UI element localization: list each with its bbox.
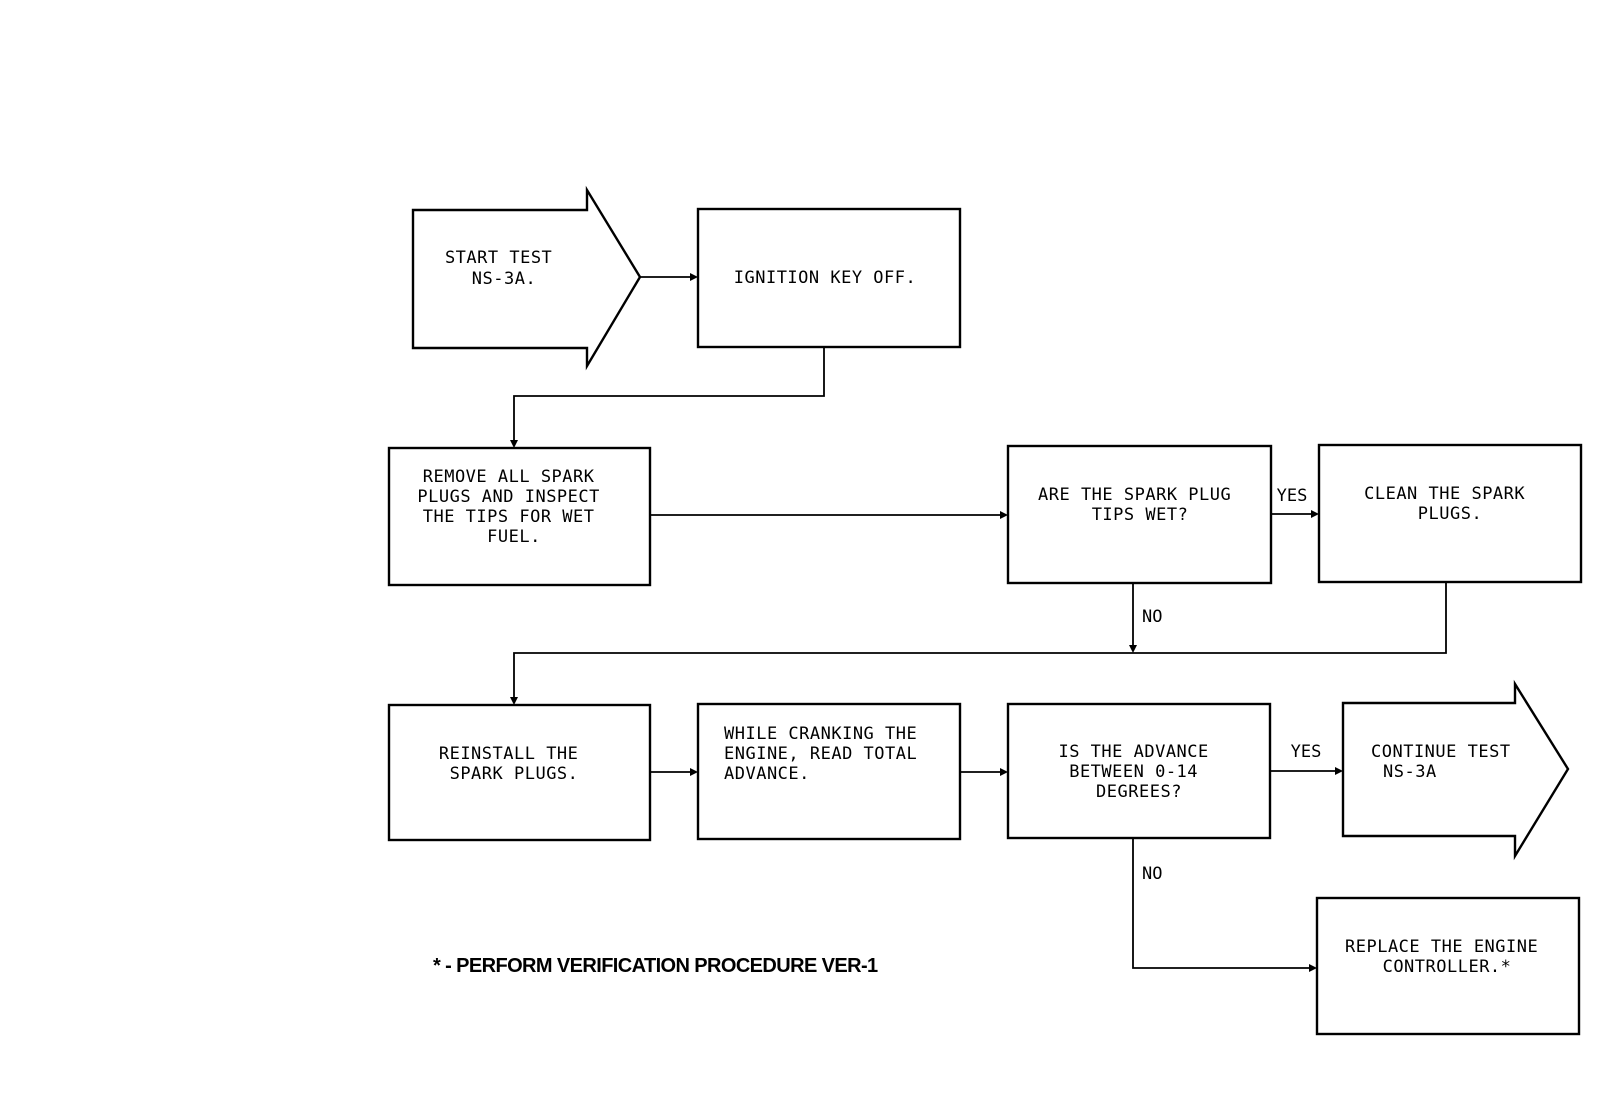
reinstall-line-1: REINSTALL THE [439,744,579,764]
remove-line-2: PLUGS AND INSPECT [417,487,600,507]
advance-line-3: DEGREES? [1096,782,1182,802]
wet-line-2: TIPS WET? [1092,505,1189,525]
reinstall-spark-plugs-node [387,703,652,842]
advance-line-1: IS THE ADVANCE [1058,742,1208,762]
wet-no-label: NO [1142,607,1162,627]
remove-spark-plugs-node [387,446,652,587]
advance-no-label: NO [1142,864,1162,884]
continue-test-node [1341,679,1570,861]
crank-line-2: ENGINE, READ TOTAL [724,744,917,764]
wet-yes-label: YES [1277,486,1308,506]
clean-line-2: PLUGS. [1418,504,1482,524]
connectors [510,273,1447,972]
start-test-line-2: NS-3A. [472,269,536,289]
continue-line-1: CONTINUE TEST [1371,742,1511,762]
spark-plug-tips-wet-text: ARE THE SPARK PLUG TIPS WET? [1038,485,1242,525]
read-total-advance-text: WHILE CRANKING THE ENGINE, READ TOTAL AD… [724,724,928,784]
continue-line-2: NS-3A [1383,762,1437,782]
remove-spark-plugs-text: REMOVE ALL SPARK PLUGS AND INSPECT THE T… [417,467,610,547]
read-total-advance-node [696,702,962,841]
advance-range-decision [1006,702,1272,840]
remove-line-1: REMOVE ALL SPARK [423,467,595,487]
replace-line-1: REPLACE THE ENGINE [1345,937,1538,957]
advance-range-text: IS THE ADVANCE BETWEEN 0-14 DEGREES? [1058,742,1219,802]
clean-spark-plugs-text: CLEAN THE SPARK PLUGS. [1364,484,1536,524]
crank-line-1: WHILE CRANKING THE [724,724,917,744]
spark-plug-tips-wet-decision [1006,444,1273,585]
verification-footnote: * - PERFORM VERIFICATION PROCEDURE VER-1 [433,955,878,977]
advance-line-2: BETWEEN 0-14 [1069,762,1198,782]
replace-engine-controller-text: REPLACE THE ENGINE CONTROLLER.* [1345,937,1549,977]
start-test-node [411,185,642,371]
replace-line-2: CONTROLLER.* [1383,957,1512,977]
remove-line-3: THE TIPS FOR WET [423,507,595,527]
replace-engine-controller-node [1315,896,1581,1036]
ignition-key-off-text: IGNITION KEY OFF. [734,268,917,288]
advance-yes-label: YES [1291,742,1322,762]
continue-test-text: CONTINUE TEST NS-3A [1371,742,1521,782]
wet-line-1: ARE THE SPARK PLUG [1038,485,1231,505]
clean-spark-plugs-node [1317,443,1583,584]
reinstall-line-2: SPARK PLUGS. [450,764,579,784]
start-test-text: START TEST NS-3A. [445,248,563,289]
reinstall-spark-plugs-text: REINSTALL THE SPARK PLUGS. [439,744,589,784]
start-test-line-1: START TEST [445,248,552,268]
ignition-key-off-node [696,207,962,349]
crank-line-3: ADVANCE. [724,764,810,784]
ignition-line-1: IGNITION KEY OFF. [734,268,917,288]
remove-line-4: FUEL. [487,527,541,547]
clean-line-1: CLEAN THE SPARK [1364,484,1525,504]
